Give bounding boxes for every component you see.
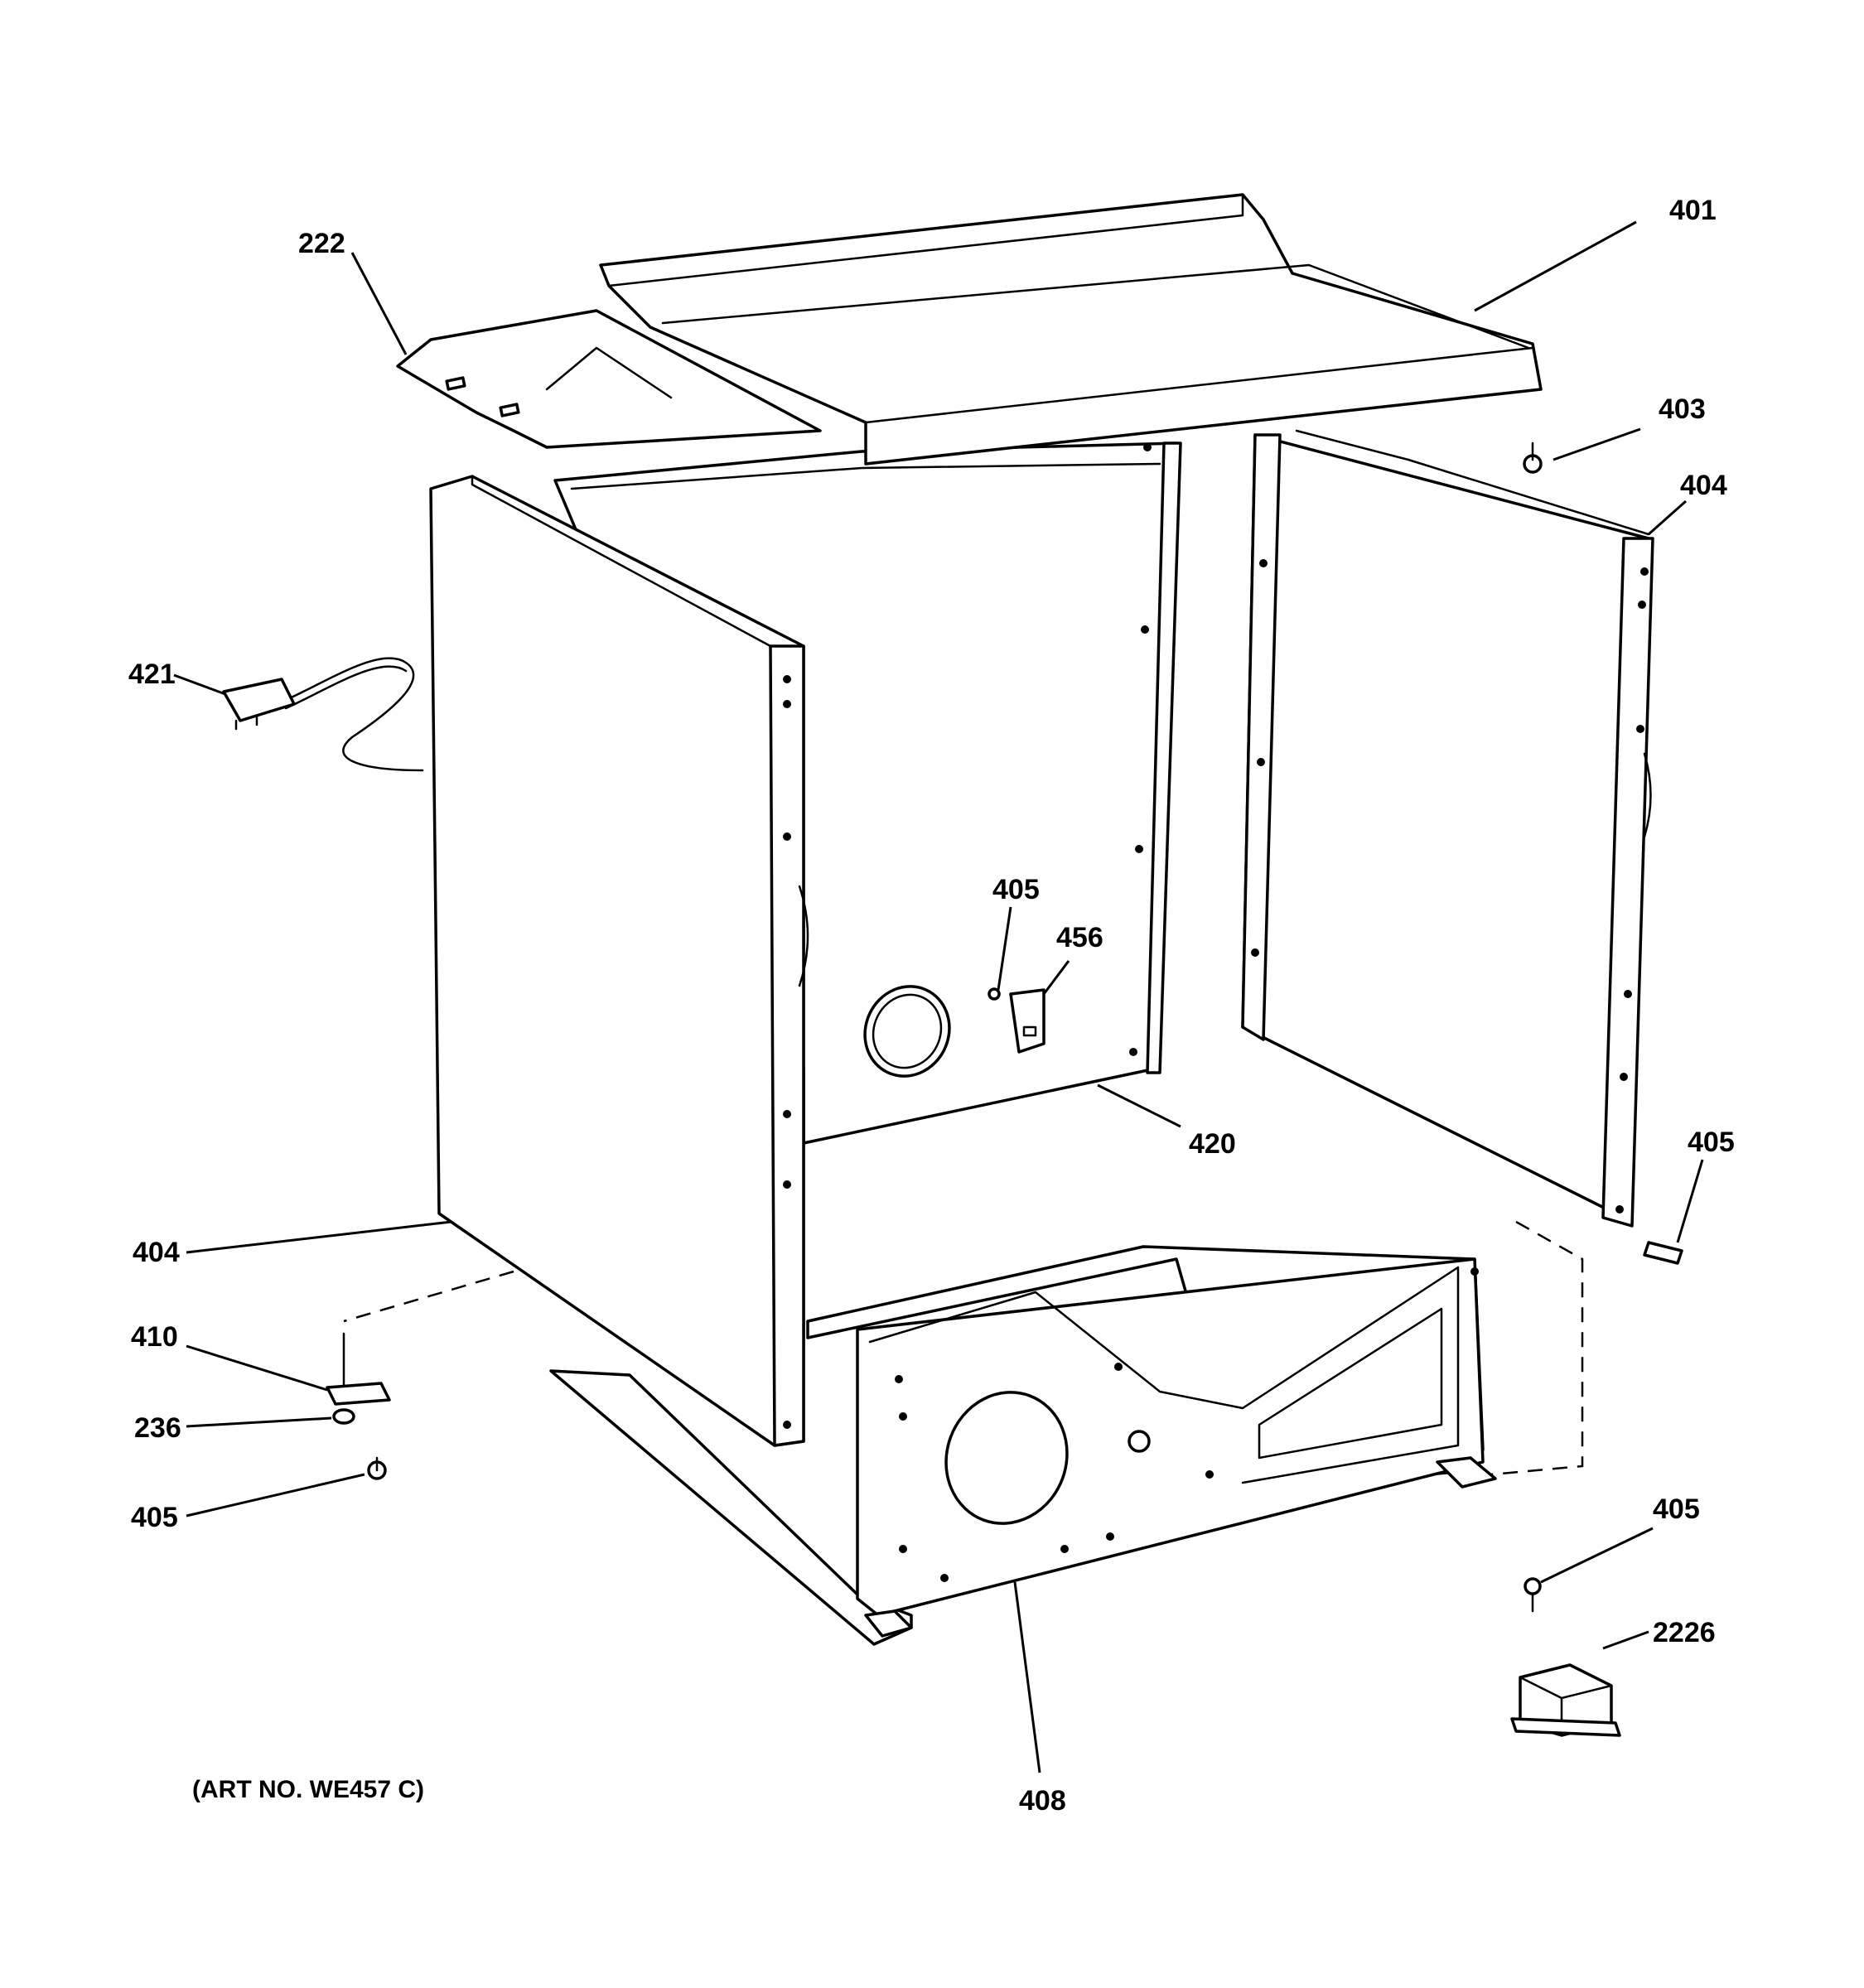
part-408-base-frame: [549, 1245, 1497, 1646]
assembly-line-right: [1490, 1220, 1584, 1476]
part-2226-terminal-block: [1510, 1663, 1621, 1737]
callout-222: 222: [298, 228, 345, 259]
callout-401: 401: [1669, 195, 1717, 226]
callout-405-bottom: 405: [1653, 1493, 1700, 1525]
callout-456: 456: [1056, 922, 1103, 953]
part-401-top: [599, 193, 1543, 466]
callout-421: 421: [128, 659, 176, 690]
callout-404-right: 404: [1680, 470, 1727, 501]
callout-404-left: 404: [133, 1237, 180, 1268]
leader-lines: [173, 220, 1704, 1773]
callout-408: 408: [1019, 1785, 1066, 1817]
part-405-screw-left: [367, 1456, 387, 1480]
part-405-screw-rear: [988, 987, 1001, 1001]
callout-405-right: 405: [1688, 1127, 1735, 1158]
callout-410: 410: [131, 1321, 178, 1353]
part-405-screw-bottom: [1524, 1577, 1542, 1613]
callout-420: 420: [1189, 1128, 1236, 1160]
art-number: (ART NO. WE457 C): [192, 1776, 424, 1803]
part-410-leveling-foot: [326, 1332, 391, 1406]
assembly-line-left-foot: [343, 1270, 514, 1323]
callout-236: 236: [134, 1412, 181, 1444]
part-404-left-side-panel: [429, 475, 809, 1447]
callout-2226: 2226: [1653, 1617, 1716, 1648]
callout-405-rear: 405: [992, 874, 1040, 905]
part-456-bracket: [1009, 988, 1045, 1054]
part-403-screw: [1523, 442, 1543, 474]
part-236-foot-pad: [332, 1408, 355, 1425]
callout-405-left: 405: [131, 1502, 178, 1533]
part-405-screw-right: [1643, 1241, 1683, 1265]
callout-403: 403: [1659, 393, 1706, 425]
part-404-right-side-panel: [1241, 429, 1654, 1228]
part-222-top-bracket: [396, 309, 822, 449]
part-421-power-cord: [222, 657, 424, 772]
